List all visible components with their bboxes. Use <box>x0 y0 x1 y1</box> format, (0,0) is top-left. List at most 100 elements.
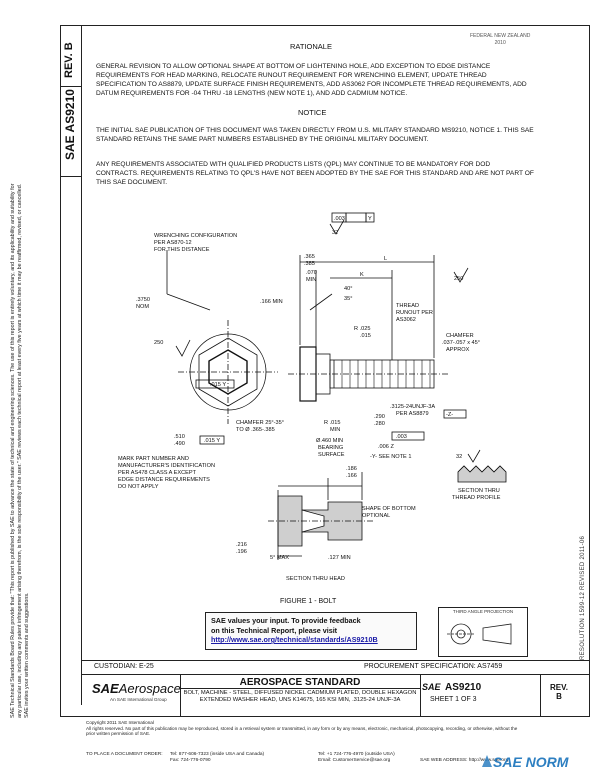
radius-015: .015 <box>360 333 371 339</box>
runout-015-a: .015 Y <box>210 382 226 388</box>
tel-2: Tel: +1 724-776-4970 (outside USA) <box>318 752 395 757</box>
radius-015-min: R .015 <box>324 420 340 426</box>
thread-runout-2: RUNOUT PER <box>396 310 433 316</box>
dim-070-top: .070 <box>306 270 317 276</box>
dim-365-bottom: .385 <box>304 261 315 267</box>
projection-symbol <box>447 623 512 645</box>
notice-text-1: THE INITIAL SAE PUBLICATION OF THIS DOCU… <box>96 127 534 143</box>
position-003: .003 <box>396 434 407 440</box>
sae-mark: SAE <box>422 682 441 692</box>
radius-015-min-label: MIN <box>330 427 340 433</box>
rev-vertical: REV. B <box>63 42 75 78</box>
standard-title: AEROSPACE STANDARD <box>239 677 361 688</box>
datum-z: -Z- <box>446 412 453 418</box>
chamfer-head-2: TO Ø .365-.385 <box>236 427 275 433</box>
third-angle-label: THIRD ANGLE PROJECTION <box>452 609 514 614</box>
bolt-drawing: WRENCHING CONFIGURATION PER AS870-12 FOR… <box>118 212 507 582</box>
dim-490: .490 <box>174 441 185 447</box>
order-info: TO PLACE A DOCUMENT ORDER: <box>86 752 163 758</box>
date-block: FEDERAL NEW ZEALAND 2010 <box>470 33 531 46</box>
left-column <box>60 25 82 705</box>
position-006: .006 Z <box>378 444 394 450</box>
bearing-label: BEARING <box>318 445 343 451</box>
notice-title: NOTICE <box>298 108 327 117</box>
dim-375-top: .3750 <box>136 297 150 303</box>
dim-5max: 5° MAX <box>270 555 289 561</box>
procurement-spec: PROCUREMENT SPECIFICATION: AS7459 <box>364 663 503 670</box>
thread-runout-3: AS3062 <box>396 317 416 323</box>
section-head-label: SECTION THRU HEAD <box>286 576 345 582</box>
thread-spec-2: PER AS8879 <box>396 411 429 417</box>
feedback-box: SAE values your input. To provide feedba… <box>205 612 417 650</box>
finish-32: 32 <box>332 230 338 236</box>
mark-part-3: PER AS478 CLASS A EXCEPT <box>118 470 197 476</box>
finish-32-thread: 32 <box>456 454 462 460</box>
dim-280: .280 <box>374 421 385 427</box>
revision-vertical: RESOLUTION 1599-12 REVISED 2011-06 <box>580 535 586 660</box>
shape-bottom-2: OPTIONAL <box>362 513 390 519</box>
bearing-surface: SURFACE <box>318 452 345 458</box>
mark-part-1: MARK PART NUMBER AND <box>118 456 189 462</box>
as-number: AS9210 <box>445 682 482 693</box>
tel-info: Tel: 877-606-7323 (inside USA and Canada… <box>170 752 264 764</box>
wrenching-label-3: FOR THIS DISTANCE <box>154 247 210 253</box>
document-frame <box>60 25 590 717</box>
title-divider-3 <box>540 675 541 717</box>
rev-title: REV.B <box>550 683 568 701</box>
dim-216: .216 <box>236 542 247 548</box>
dim-l: L <box>384 256 387 262</box>
thread-runout-1: THREAD <box>396 303 419 309</box>
dim-375-bottom: NOM <box>136 304 149 310</box>
order-label: TO PLACE A DOCUMENT ORDER: <box>86 752 163 757</box>
dim-365-top: .365 <box>304 254 315 260</box>
divider-mid <box>82 674 590 675</box>
legal-notice-vertical: SAE Technical Standards Board Rules prov… <box>10 183 30 718</box>
doc-number-vertical: SAE AS9210 <box>63 89 77 160</box>
dim-186: .186 <box>346 466 357 472</box>
dim-070-bottom: MIN <box>306 277 316 283</box>
section-thread-2: THREAD PROFILE <box>452 495 501 501</box>
dim-166: .166 MIN <box>260 299 283 305</box>
sae-aerospace-logo: SAEAerospace <box>92 681 181 696</box>
chamfer-head-1: CHAMFER 25°-35° <box>236 420 284 426</box>
copyright: Copyright 2011 SAE International <box>86 720 154 725</box>
footer: Copyright 2011 SAE International All rig… <box>86 720 526 737</box>
web-address[interactable]: SAE WEB ADDRESS: http://www.sae.org <box>420 758 509 763</box>
angle-40: 40° <box>344 286 352 292</box>
mark-part-2: MANUFACTURER'S IDENTIFICATION <box>118 463 215 469</box>
wrenching-label-2: PER AS870-12 <box>154 240 192 246</box>
flatness-value: .003 <box>334 216 345 222</box>
dim-166b: .166 <box>346 473 357 479</box>
divider-top <box>82 660 590 661</box>
figure-caption: FIGURE 1 - BOLT <box>280 598 337 605</box>
mark-part-4: EDGE DISTANCE REQUIREMENTS <box>118 477 210 483</box>
mark-part-5: DO NOT APPLY <box>118 484 159 490</box>
feedback-link[interactable]: http://www.sae.org/technical/standards/A… <box>211 635 378 644</box>
finish-250-left: 250 <box>154 340 163 346</box>
dim-196: .196 <box>236 549 247 555</box>
finish-250-right: 250 <box>454 276 463 282</box>
doc-number-box <box>60 87 82 177</box>
rev-box <box>60 25 82 87</box>
email: Email: CustomerService@sae.org <box>318 758 391 763</box>
rights: All rights reserved. No part of this pub… <box>86 725 518 737</box>
wrenching-label-1: WRENCHING CONFIGURATION <box>154 233 237 239</box>
custodian: CUSTODIAN: E-25 <box>94 663 154 670</box>
dim-510: .510 <box>174 434 185 440</box>
feedback-line-2: on this Technical Report, please visit <box>211 625 338 635</box>
saenorm-logo-icon <box>482 755 492 767</box>
title-divider-2 <box>420 675 421 717</box>
bearing-dia: Ø.460 MIN <box>316 438 343 444</box>
chamfer-right-2: .037-.057 x 45° <box>442 340 480 346</box>
rationale-text: GENERAL REVISION TO ALLOW OPTIONAL SHAPE… <box>96 63 527 97</box>
angle-35: 35° <box>344 296 352 302</box>
fax: Fax: 724-776-0790 <box>170 758 211 763</box>
saenorm-watermark: SAE NORM <box>493 754 569 770</box>
radius-025: R .025 <box>354 326 370 332</box>
sae-logo-subtitle: An SAE International Group <box>110 697 167 702</box>
chamfer-right-1: CHAMFER <box>446 333 474 339</box>
thread-spec-1: .3125-24UNJF-3A <box>390 404 435 410</box>
third-angle-projection: THIRD ANGLE PROJECTION <box>438 607 528 657</box>
dim-290: .290 <box>374 414 385 420</box>
dim-k: K <box>360 272 364 278</box>
